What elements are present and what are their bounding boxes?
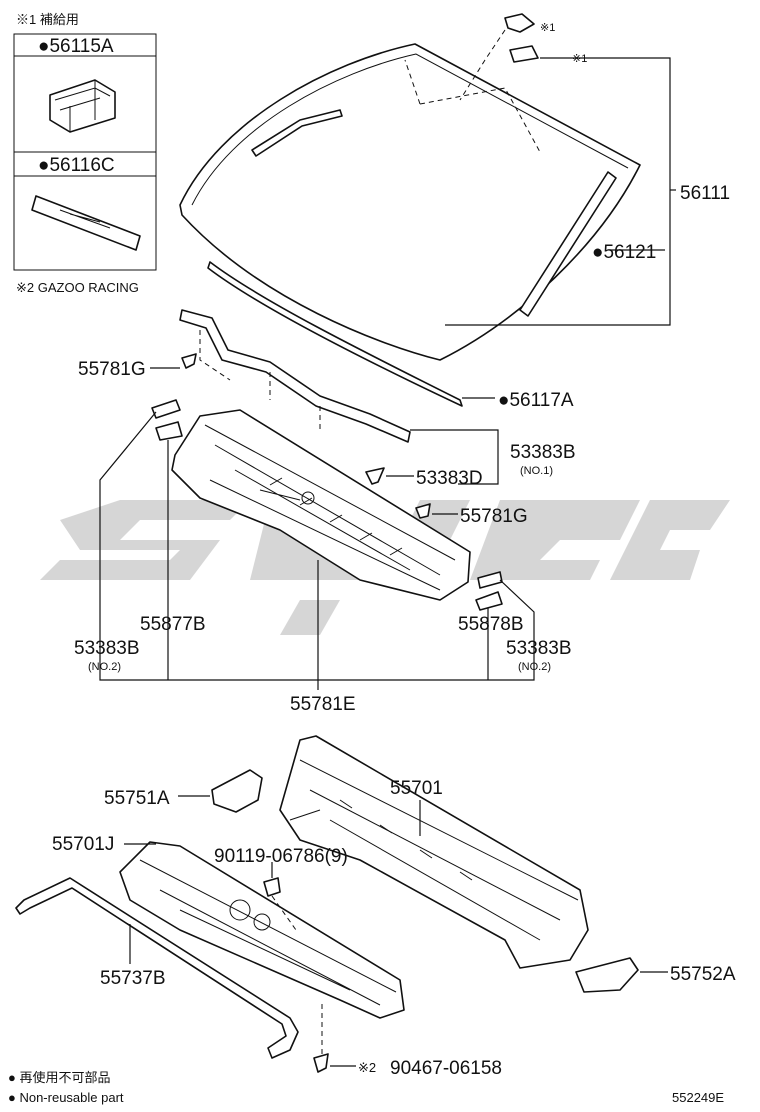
part-label-56117a: ●56117A bbox=[498, 390, 574, 411]
part-label-53383b-no1: 53383B bbox=[510, 442, 576, 463]
glass-clip-top bbox=[504, 13, 539, 63]
clip-53383d bbox=[365, 467, 385, 485]
nonreusable-note-en: ● Non-reusable part bbox=[8, 1090, 124, 1105]
part-label-53383b-no2-right: 53383B bbox=[506, 638, 572, 659]
part-label-55781g-right: 55781G bbox=[460, 506, 528, 527]
part-label-56111: 56111 bbox=[680, 183, 730, 204]
part-sub-53383b-no2-right: (NO.2) bbox=[518, 661, 551, 673]
part-label-56116c: ●56116C bbox=[38, 155, 115, 176]
nonreusable-note-jp: ● 再使用不可部品 bbox=[8, 1070, 110, 1085]
part-label-55737b: 55737B bbox=[100, 968, 166, 989]
cowl-top-panel bbox=[279, 735, 589, 969]
part-label-56115a: ●56115A bbox=[38, 36, 114, 57]
clip-55781g-left bbox=[181, 353, 197, 369]
part-sub-53383b-no1: (NO.1) bbox=[520, 465, 553, 477]
part-label-55701j: 55701J bbox=[52, 834, 114, 855]
cowl-louver bbox=[171, 409, 471, 601]
part-label-55751a: 55751A bbox=[104, 788, 170, 809]
gazoo-racing-note: ※2 GAZOO RACING bbox=[16, 280, 139, 295]
wire-rod-55737b bbox=[15, 877, 299, 1059]
side-moulding bbox=[519, 171, 617, 317]
clip-90467 bbox=[313, 1053, 329, 1073]
part-label-55781e: 55781E bbox=[290, 694, 356, 715]
part-label-55701: 55701 bbox=[390, 778, 443, 799]
mark-note1-a: ※1 bbox=[540, 22, 555, 34]
part-sub-53383b-no2-left: (NO.2) bbox=[88, 661, 121, 673]
part-label-55877b: 55877B bbox=[140, 614, 206, 635]
part-label-90119: 90119-06786(9) bbox=[214, 846, 348, 867]
mark-note1-b: ※1 bbox=[572, 53, 587, 65]
windshield-glass bbox=[179, 29, 641, 361]
bolt-90119 bbox=[263, 877, 281, 897]
seal-53383b-no2-left bbox=[151, 399, 181, 419]
clip-55781g-right bbox=[415, 503, 431, 519]
diagram-id: 552249E bbox=[672, 1090, 724, 1105]
part-label-53383b-no2-left: 53383B bbox=[74, 638, 140, 659]
retainer-55878b bbox=[475, 591, 503, 611]
part-label-55781g-left: 55781G bbox=[78, 359, 146, 380]
bracket-55751a bbox=[211, 769, 263, 813]
bracket-55752a bbox=[575, 957, 639, 993]
part-label-90467: 90467-06158 bbox=[390, 1058, 502, 1079]
supply-note: ※1 補給用 bbox=[16, 12, 79, 27]
cowl-panel-gr bbox=[119, 841, 405, 1019]
clip-56115a-drawing bbox=[49, 79, 116, 133]
lower-moulding bbox=[207, 261, 463, 407]
part-label-55878b: 55878B bbox=[458, 614, 524, 635]
upper-edge-moulding bbox=[251, 109, 343, 157]
strip-56116c-drawing bbox=[31, 195, 141, 251]
cowl-seal-strip bbox=[179, 309, 411, 443]
part-label-56121: ●56121 bbox=[592, 242, 656, 263]
part-label-53383d: 53383D bbox=[416, 468, 483, 489]
retainer-55877b bbox=[155, 421, 183, 441]
mark-note2: ※2 bbox=[358, 1060, 376, 1075]
part-label-55752a: 55752A bbox=[670, 964, 736, 985]
